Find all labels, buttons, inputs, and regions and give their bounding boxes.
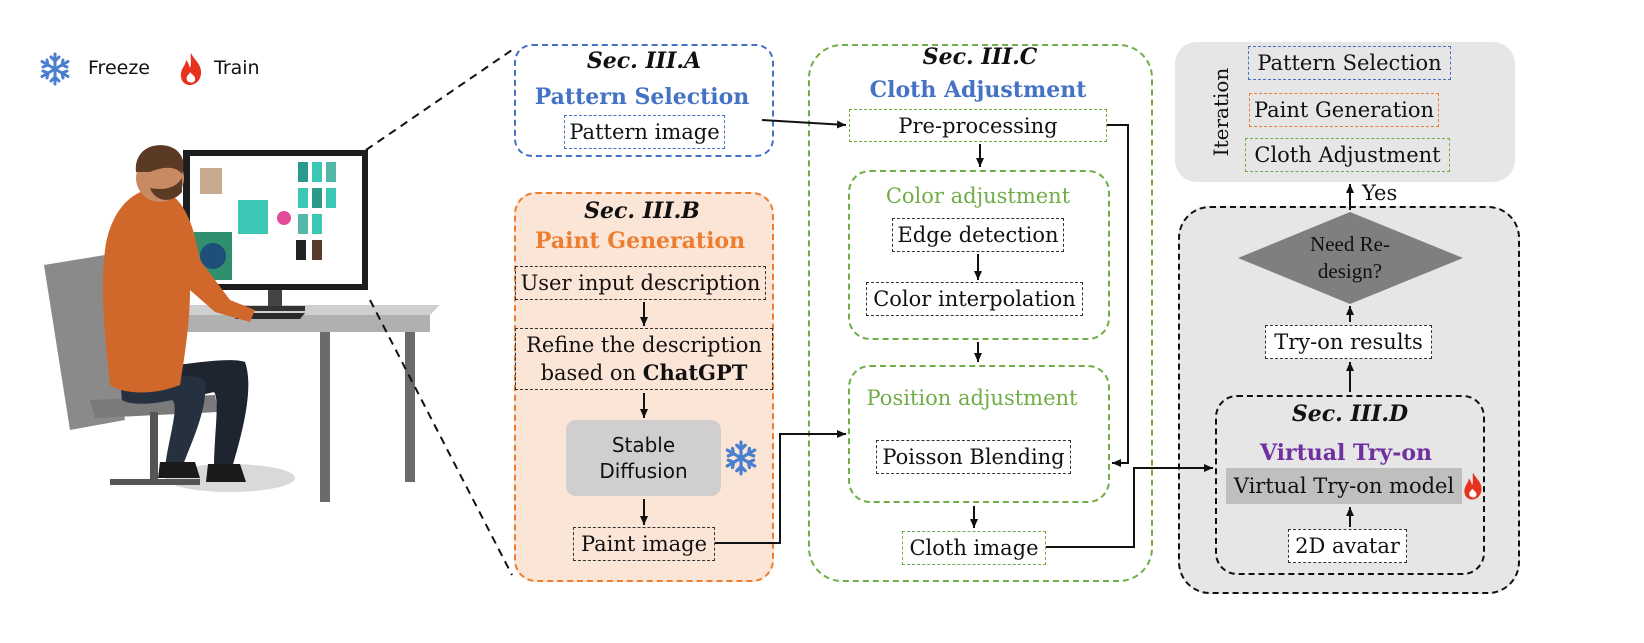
poisson-blending-box: Poisson Blending <box>876 440 1071 474</box>
color-adjustment-panel <box>848 170 1110 340</box>
iteration-panel <box>1175 42 1515 182</box>
tryon-model-box: Virtual Try-on model <box>1226 468 1462 504</box>
arrow-cloth-to-tryon <box>1046 464 1213 548</box>
paint-image-box: Paint image <box>573 527 715 561</box>
iteration-paint-generation: Paint Generation <box>1249 93 1439 127</box>
stable-line-1: Stable <box>611 433 676 457</box>
cloth-image-box: Cloth image <box>902 531 1046 565</box>
sec-b-section: Sec. III.B <box>584 198 700 224</box>
arrow-paint-to-position <box>715 430 846 544</box>
position-adjustment-panel <box>848 365 1110 503</box>
tryon-results-box: Try-on results <box>1265 325 1432 359</box>
sec-a-panel <box>514 44 774 157</box>
refine-line-1: Refine the description <box>526 332 762 357</box>
decision-line-1: Need Re- <box>1310 232 1390 256</box>
sec-c-panel <box>808 44 1153 582</box>
edge-detection-box: Edge detection <box>892 218 1064 252</box>
flame-icon <box>1464 472 1482 500</box>
avatar-box: 2D avatar <box>1288 529 1407 563</box>
chatgpt-label: ChatGPT <box>642 359 748 385</box>
sec-d-panel <box>1215 395 1485 575</box>
color-adjustment-title: Color adjustment <box>885 184 1071 208</box>
stable-line-2: Diffusion <box>599 459 688 483</box>
train-label: Train <box>214 57 260 79</box>
color-interpolation-box: Color interpolation <box>866 282 1083 316</box>
sec-d-title: Virtual Try-on <box>1259 440 1433 466</box>
sec-c-title: Cloth Adjustment <box>869 77 1087 103</box>
sec-b-title: Paint Generation <box>534 228 746 254</box>
sec-a-section: Sec. III.A <box>586 48 702 74</box>
iteration-pattern-selection: Pattern Selection <box>1248 46 1451 80</box>
flame-icon <box>180 53 202 85</box>
sec-a-title: Pattern Selection <box>534 84 750 110</box>
iteration-cloth-adjustment: Cloth Adjustment <box>1245 138 1450 172</box>
yes-label: Yes <box>1362 181 1398 205</box>
legend: Freeze Train <box>38 52 278 86</box>
position-adjustment-title: Position adjustment <box>866 386 1078 410</box>
person-at-computer-illustration <box>44 145 440 502</box>
freeze-label: Freeze <box>88 57 150 79</box>
sec-d-section: Sec. III.D <box>1291 401 1409 427</box>
snowflake-icon <box>40 52 70 86</box>
refine-description-box: Refine the description based on ChatGPT <box>515 328 773 390</box>
refine-line-2: based on ChatGPT <box>541 359 748 387</box>
refine-line-2-prefix: based on <box>540 360 643 385</box>
stable-diffusion-box: Stable Diffusion <box>566 420 721 496</box>
arrow-preprocess-to-poisson <box>1107 124 1129 467</box>
sec-c-section: Sec. III.C <box>922 44 1038 70</box>
preprocessing-box: Pre-processing <box>849 109 1107 142</box>
pattern-image-box: Pattern image <box>564 115 725 149</box>
decision-line-2: design? <box>1317 259 1383 283</box>
snowflake-icon <box>725 440 757 476</box>
arrow-pattern-to-preprocess <box>761 119 847 129</box>
decision-text: Need Re- design? <box>1310 231 1390 285</box>
user-input-box: User input description <box>515 266 766 300</box>
